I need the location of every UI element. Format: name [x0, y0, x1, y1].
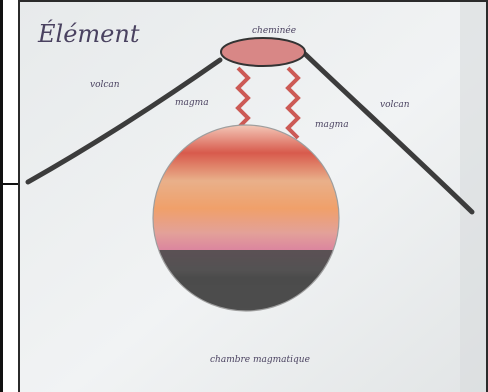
right-flank-label: magma — [315, 120, 349, 130]
right-ring-label: volcan — [380, 100, 410, 110]
crater — [221, 38, 305, 66]
paper-edge-shadow — [460, 2, 486, 392]
drawing-title: Élément — [37, 19, 140, 48]
volcano-sketch-icon: Élément cheminée volcan volcan magma mag… — [20, 2, 486, 392]
left-empty-column — [3, 0, 18, 392]
photo-drawing: Élément cheminée volcan volcan magma mag… — [20, 2, 486, 392]
left-ring-label: volcan — [90, 80, 120, 90]
bottom-label: chambre magmatique — [210, 355, 310, 365]
left-tick — [2, 183, 18, 185]
crater-label: cheminée — [252, 25, 296, 36]
left-flank-label: magma — [175, 98, 209, 108]
